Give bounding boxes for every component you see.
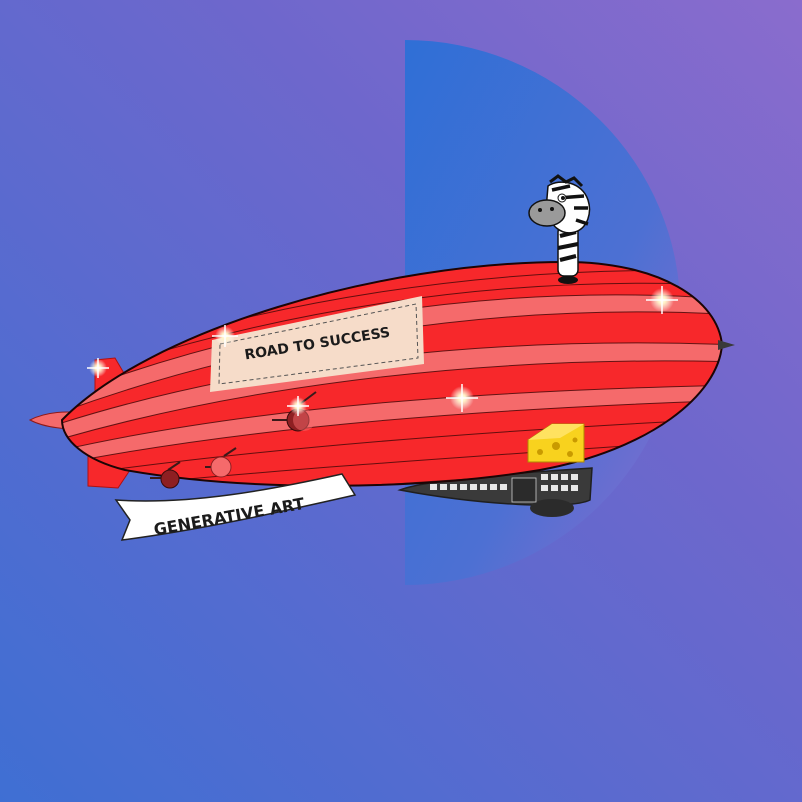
zebra-character bbox=[528, 174, 591, 284]
cheese-wedge bbox=[527, 423, 585, 463]
sparkle-highlights bbox=[87, 286, 678, 416]
road-to-success-panel: ROAD TO SUCCESS bbox=[210, 296, 424, 392]
